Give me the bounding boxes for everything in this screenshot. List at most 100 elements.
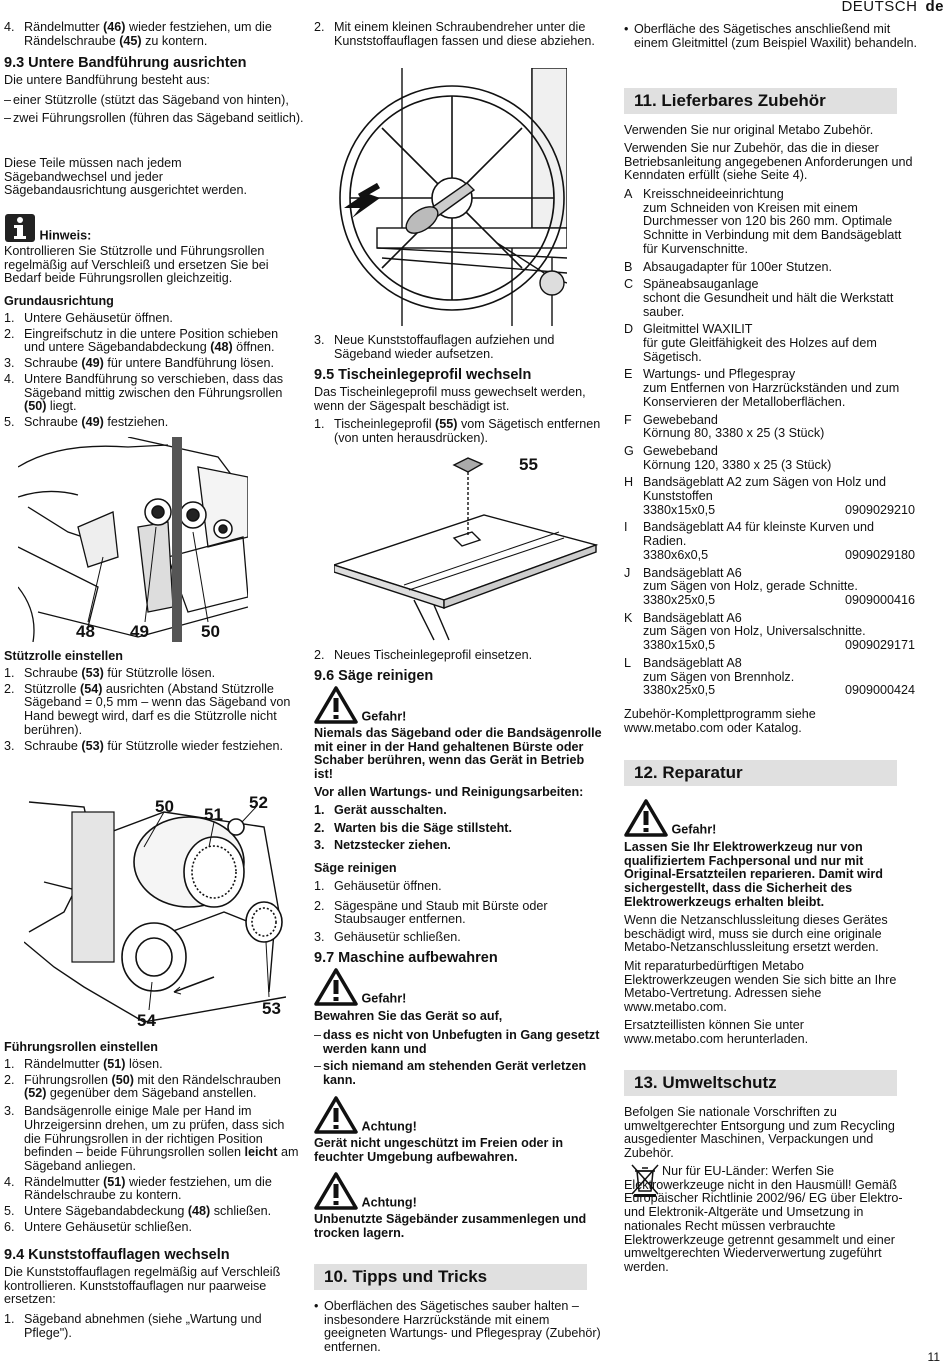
section-11-title: 11. Lieferbares Zubehör bbox=[624, 88, 897, 114]
list-item: –dass es nicht von Unbefugten in Gang ge… bbox=[314, 1028, 600, 1056]
hint-block: Hinweis: bbox=[4, 213, 304, 243]
list-item: 3.Bandsägenrolle einige Male per Hand im… bbox=[4, 1104, 299, 1173]
accessory-line: zum Schneiden von Kreisen mit einem Durc… bbox=[643, 200, 902, 256]
warning-triangle-icon bbox=[624, 799, 668, 837]
crossed-bin-icon bbox=[630, 1163, 660, 1197]
section-13-p1: Befolgen Sie nationale Vorschriften zu u… bbox=[624, 1105, 895, 1161]
danger-2-heading: Gefahr! bbox=[314, 968, 406, 1006]
repair-danger-text: Lassen Sie Ihr Elektrowerkzeug nur von q… bbox=[624, 840, 883, 909]
section-10-title: 10. Tipps und Tricks bbox=[314, 1264, 587, 1290]
hint-title: Hinweis: bbox=[39, 228, 92, 243]
stuetzrolle-steps: 1.Schraube (53) für Stützrolle lösen. 2.… bbox=[4, 666, 302, 753]
page-number: 11 bbox=[927, 1350, 940, 1364]
figure-table-insert: 55 bbox=[331, 450, 604, 642]
section-11-p1: Verwenden Sie nur original Metabo Zubehö… bbox=[624, 123, 874, 137]
list-item: –einer Stützrolle (stützt das Sägeband v… bbox=[4, 93, 289, 107]
fuehrungsrollen-title: Führungsrollen einstellen bbox=[4, 1040, 158, 1054]
list-item: 1.Gehäusetür öffnen. bbox=[314, 879, 442, 893]
section-13-title: 13. Umweltschutz bbox=[624, 1070, 897, 1096]
list-item: 1.Schraube (53) für Stützrolle lösen. bbox=[4, 666, 216, 680]
danger-1-text: Niemals das Sägeband oder die Bandsägenr… bbox=[314, 726, 602, 782]
accessory-line: Wartungs- und Pflegespray bbox=[643, 367, 796, 382]
accessory-order-number: 0909029210 bbox=[844, 502, 915, 517]
saw-table-drawing: 55 bbox=[331, 455, 599, 641]
list-item: 2.Führungsrollen (50) mit den Rändelschr… bbox=[4, 1072, 281, 1101]
accessory-key: H bbox=[624, 475, 634, 490]
accessory-line: Bandsägeblatt A6 bbox=[643, 610, 742, 625]
section-9-5-title: 9.5 Tischeinlegeprofil wechseln bbox=[314, 367, 532, 383]
section-9-4-step-1: 1.Sägeband abnehmen (siehe „Wartung und … bbox=[4, 1312, 262, 1340]
section-12-title: 12. Reparatur bbox=[624, 760, 897, 786]
list-item: 5.Untere Sägebandabdeckung (48) schließe… bbox=[4, 1204, 272, 1219]
accessory-line: Körnung 80, 3380 x 25 (3 Stück) bbox=[643, 426, 825, 441]
guide-rollers-drawing: 50 51 52 54 53 bbox=[23, 793, 287, 1030]
section-9-6-title: 9.6 Säge reinigen bbox=[314, 668, 434, 684]
figure-bandsaw-wheel bbox=[322, 67, 568, 326]
accessory-key: G bbox=[624, 443, 634, 458]
bandsaw-wheel-drawing bbox=[339, 67, 568, 326]
section-9-3-paragraph: Diese Teile müssen nach jedem Sägebandwe… bbox=[4, 156, 247, 198]
waxilit-bullet: •Oberfläche des Sägetisches anschließend… bbox=[624, 22, 918, 50]
section-9-5-step-1: 1.Tischeinlegeprofil (55) vom Sägetisch … bbox=[314, 417, 601, 445]
accessory-line: Kreisschneideeinrichtung bbox=[643, 187, 784, 201]
step-2-remove-pads: 2.Mit einem kleinen Schraubendreher unte… bbox=[314, 20, 595, 48]
section-12-p1: Wenn die Netzanschlussleitung dieses Ger… bbox=[624, 913, 888, 955]
fig1-label-49: 49 bbox=[130, 622, 149, 641]
accessory-spec: 3380x25x0,5 bbox=[643, 683, 716, 698]
accessory-order-number: 0909029180 bbox=[844, 547, 915, 562]
achtung-1-heading: Achtung! bbox=[314, 1096, 417, 1134]
accessory-line: Späneabsauganlage bbox=[643, 277, 759, 292]
accessory-line: zum Sägen von Holz, Universalschnitte. bbox=[643, 624, 866, 639]
accessory-key: A bbox=[624, 187, 633, 201]
list-item: 3.Netzstecker ziehen. bbox=[314, 838, 451, 853]
saege-reinigen-title: Säge reinigen bbox=[314, 861, 397, 875]
stuetzrolle-title: Stützrolle einstellen bbox=[4, 649, 123, 663]
list-item: 6.Untere Gehäusetür schließen. bbox=[4, 1219, 193, 1234]
section-13-eu-text: Nur für EU-Länder: Werfen Sie Elektrower… bbox=[624, 1164, 903, 1274]
accessory-key: F bbox=[624, 412, 632, 427]
danger-1-heading: Gefahr! bbox=[314, 686, 406, 724]
fig4-label-55: 55 bbox=[519, 455, 538, 474]
achtung-2-heading: Achtung! bbox=[314, 1172, 417, 1210]
section-9-7-title: 9.7 Maschine aufbewahren bbox=[314, 950, 498, 966]
accessory-key: L bbox=[624, 655, 632, 670]
danger-2-list: –dass es nicht von Unbefugten in Gang ge… bbox=[314, 1028, 606, 1088]
lower-guide-drawing: 48 49 50 bbox=[17, 436, 249, 643]
accessory-spec: 3380x25x0,5 bbox=[643, 592, 716, 607]
accessory-key: B bbox=[624, 259, 633, 274]
accessory-line: zum Entfernen von Harzrückständen und zu… bbox=[643, 381, 900, 409]
list-item: 1.Untere Gehäusetür öffnen. bbox=[4, 311, 173, 325]
list-item: 3.Gehäusetür schließen. bbox=[314, 930, 461, 945]
section-9-4-paragraph: Die Kunststoffauflagen regelmäßig auf Ve… bbox=[4, 1265, 281, 1307]
section-9-3-intro: Die untere Bandführung besteht aus: bbox=[4, 73, 210, 87]
achtung-1-text: Gerät nicht ungeschützt im Freien oder i… bbox=[314, 1136, 564, 1164]
accessory-line: für gute Gleitfähigkeit des Holzes auf d… bbox=[643, 336, 877, 364]
fig2-label-50: 50 bbox=[155, 797, 174, 816]
accessory-spec: 3380x15x0,5 bbox=[643, 638, 716, 653]
section-10-bullet: •Oberflächen des Sägetisches sauber halt… bbox=[314, 1299, 601, 1355]
section-9-3-list: –einer Stützrolle (stützt das Sägeband v… bbox=[4, 93, 304, 125]
achtung-2-text: Unbenutzte Sägebänder zusammenlegen und … bbox=[314, 1212, 587, 1240]
accessory-line: Gewebeband bbox=[643, 443, 718, 458]
accessory-line: Körnung 120, 3380 x 25 (3 Stück) bbox=[643, 457, 832, 472]
accessory-line: Gleitmittel WAXILIT bbox=[643, 322, 753, 337]
fig1-label-50: 50 bbox=[201, 622, 220, 641]
fuehrungsrollen-steps: 1.Rändelmutter (51) lösen. 2.Führungsrol… bbox=[4, 1057, 302, 1234]
section-11-p3: Zubehör-Komplettprogramm siehe www.metab… bbox=[624, 707, 816, 735]
accessory-line: Gewebeband bbox=[643, 412, 718, 427]
danger-2-intro: Bewahren Sie das Gerät so auf, bbox=[314, 1009, 503, 1023]
accessory-line: Absaugadapter für 100er Stutzen. bbox=[643, 259, 833, 274]
list-item: 3.Schraube (49) für untere Bandführung l… bbox=[4, 356, 274, 371]
accessory-key: K bbox=[624, 610, 633, 625]
accessory-spec: 3380x6x0,5 bbox=[643, 547, 709, 562]
accessory-key: J bbox=[624, 565, 631, 580]
section-12-p2: Mit reparaturbedürftigen Metabo Elektrow… bbox=[624, 959, 897, 1015]
list-item: –sich niemand am stehenden Gerät verletz… bbox=[314, 1059, 587, 1088]
accessory-spec: 3380x15x0,5 bbox=[643, 502, 716, 517]
